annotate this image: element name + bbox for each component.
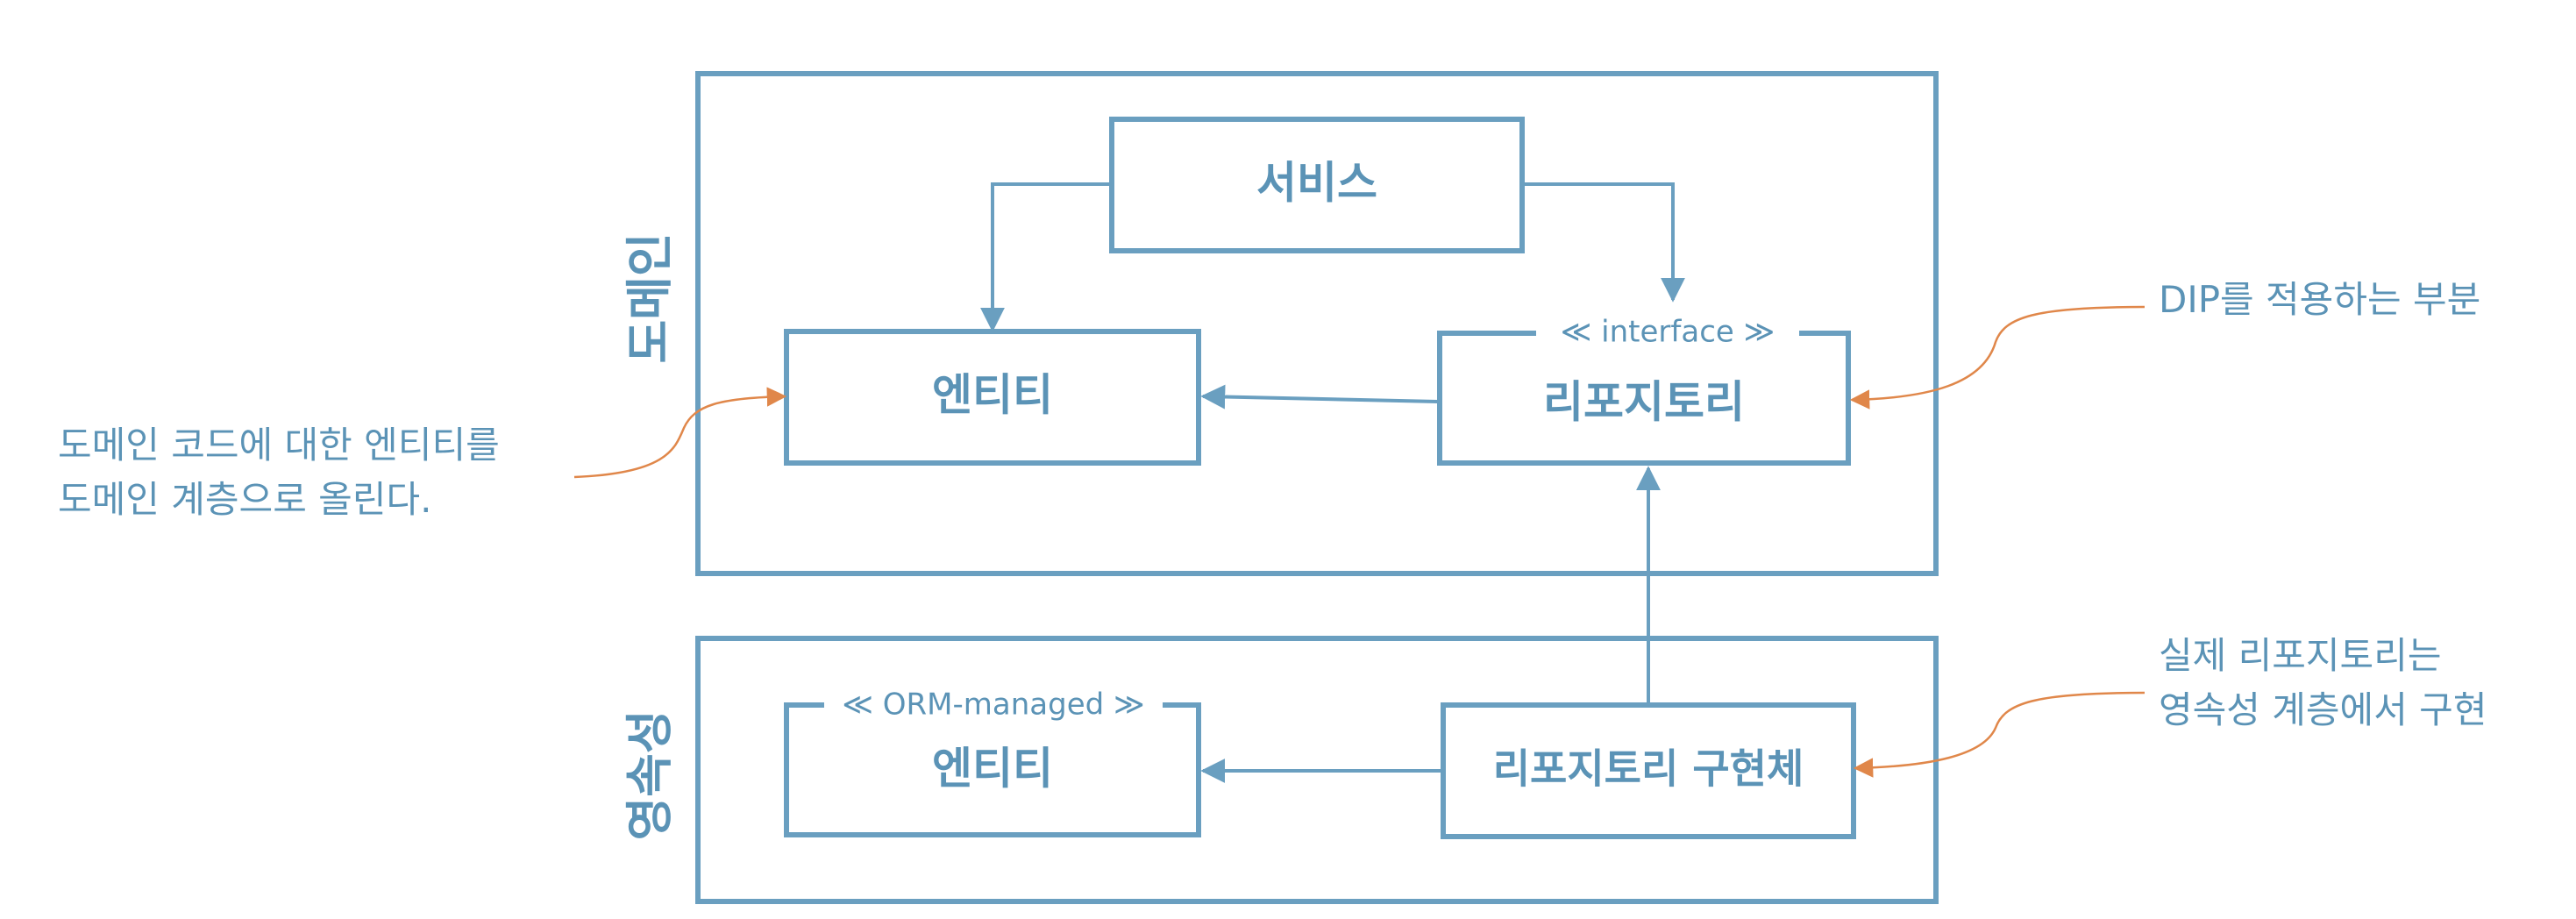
annotation-impl-line1: 실제 리포지토리는	[2159, 634, 2441, 677]
arrow-repository-to-entity	[1200, 384, 1439, 410]
domain-entity-label: 엔티티	[932, 370, 1053, 421]
persistence-entity-label: 엔티티	[932, 744, 1053, 794]
repository-interface-box	[1437, 331, 1851, 466]
annotation-left-line1: 도메인 코드에 대한 엔티티를	[58, 424, 500, 467]
arrow-service-to-repository	[1522, 182, 1685, 303]
persistence-entity-box	[784, 702, 1201, 837]
domain-layer-label: 도메인	[623, 232, 678, 363]
repository-impl-box	[1441, 702, 1856, 839]
annotation-dip-connector	[1849, 305, 2145, 410]
annotation-left-connector	[573, 387, 787, 479]
persistence-entity-stereotype: ≪ ORM-managed ≫	[842, 687, 1144, 723]
annotation-dip: DIP를 적용하는 부분	[2159, 278, 2480, 321]
repository-impl-label: 리포지토리 구현체	[1493, 745, 1804, 793]
domain-layer	[695, 71, 1939, 576]
persistence-layer	[695, 636, 1939, 904]
service-label: 서비스	[1256, 158, 1377, 209]
annotation-impl-line2: 영속성 계층에서 구현	[2159, 688, 2487, 731]
repository-label: 리포지토리	[1543, 377, 1745, 428]
annotation-left-line2: 도메인 계층으로 올린다.	[58, 478, 431, 521]
persistence-layer-label: 영속성	[623, 709, 678, 840]
annotation-impl-connector	[1853, 691, 2145, 778]
arrow-service-to-entity	[980, 182, 1112, 332]
repository-stereotype: ≪ interface ≫	[1561, 315, 1775, 350]
